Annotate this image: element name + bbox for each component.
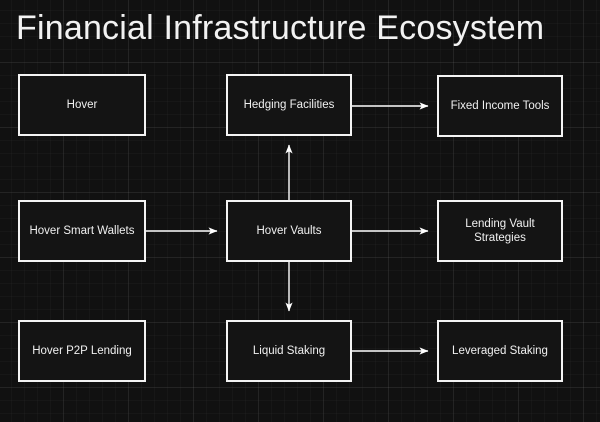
node-label: Hover [66, 99, 98, 111]
node-label: Hover Smart Wallets [29, 225, 135, 237]
node-liquid-staking[interactable]: Liquid Staking [226, 320, 352, 382]
node-lending-vault-strategies[interactable]: Lending Vault Strategies [437, 200, 563, 262]
node-hedging-facilities[interactable]: Hedging Facilities [226, 74, 352, 136]
node-label: Lending Vault Strategies [465, 218, 535, 244]
node-label: Hedging Facilities [243, 99, 335, 111]
node-leveraged-staking[interactable]: Leveraged Staking [437, 320, 563, 382]
node-label: Liquid Staking [252, 345, 326, 357]
node-hover-smart-wallets[interactable]: Hover Smart Wallets [18, 200, 146, 262]
node-hover[interactable]: Hover [18, 74, 146, 136]
node-label: Hover Vaults [256, 225, 322, 237]
node-hover-vaults[interactable]: Hover Vaults [226, 200, 352, 262]
node-label: Hover P2P Lending [32, 345, 132, 357]
node-label: Leveraged Staking [452, 345, 548, 357]
node-label: Fixed Income Tools [450, 100, 550, 112]
page-title: Financial Infrastructure Ecosystem [16, 9, 545, 47]
node-fixed-income-tools[interactable]: Fixed Income Tools [437, 75, 563, 137]
node-hover-p2p-lending[interactable]: Hover P2P Lending [18, 320, 146, 382]
